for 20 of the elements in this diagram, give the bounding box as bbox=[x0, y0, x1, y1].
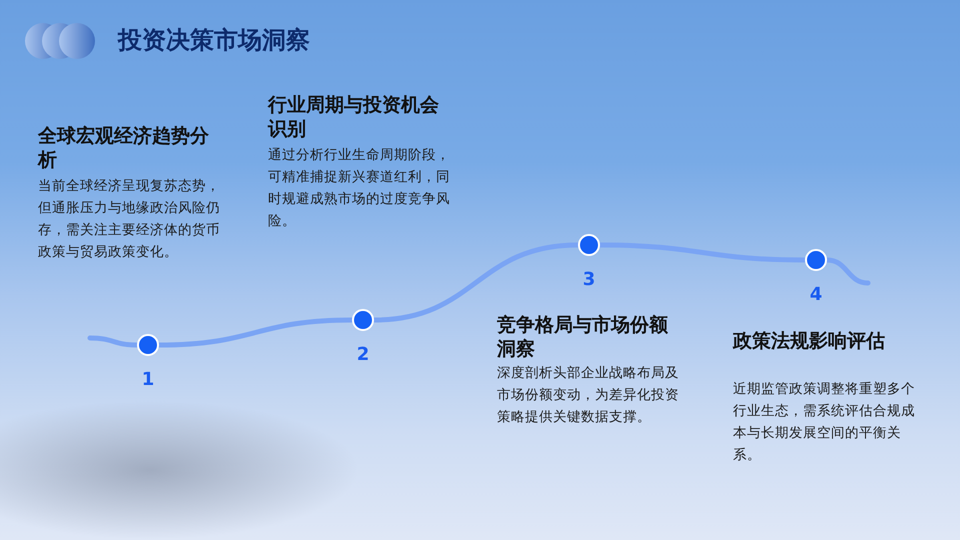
step-number: 3 bbox=[582, 269, 596, 290]
timeline-curve bbox=[372, 242, 580, 322]
section-heading: 行业周期与投资机会识别 bbox=[268, 93, 440, 141]
description-text: 当前全球经济呈现复苏态势，但通胀压力与地缘政治风险仍存，需关注主要经济体的货币政策与贸易政策变化。 bbox=[38, 177, 221, 262]
section-heading: 全球宏观经济趋势分析 bbox=[38, 124, 210, 172]
description-text: 深度剖析头部企业战略布局及市场份额变动，为差异化投资策略提供关键数据支撑。 bbox=[497, 364, 680, 427]
step-number: 4 bbox=[808, 284, 824, 305]
description-text: 近期监管政策调整将重塑多个行业生态，需系统评估合规成本与长期发展空间的平衡关系。 bbox=[733, 380, 916, 465]
title: 投资决策市场洞察 bbox=[118, 25, 310, 56]
timeline-dot bbox=[352, 309, 374, 331]
timeline-dot bbox=[137, 334, 159, 356]
step-number: 1 bbox=[140, 369, 156, 390]
section-heading: 竞争格局与市场份额洞察 bbox=[497, 313, 669, 361]
step-number: 2 bbox=[356, 344, 370, 365]
timeline-curve bbox=[156, 318, 354, 348]
section-heading: 政策法规影响评估 bbox=[733, 329, 886, 353]
description-text: 通过分析行业生命周期阶段，可精准捕捉新兴赛道红利，同时规避成熟市场的过度竞争风险。 bbox=[268, 146, 451, 231]
timeline-curve bbox=[598, 242, 808, 262]
timeline-dot bbox=[805, 249, 827, 271]
timeline-dot bbox=[578, 234, 600, 256]
